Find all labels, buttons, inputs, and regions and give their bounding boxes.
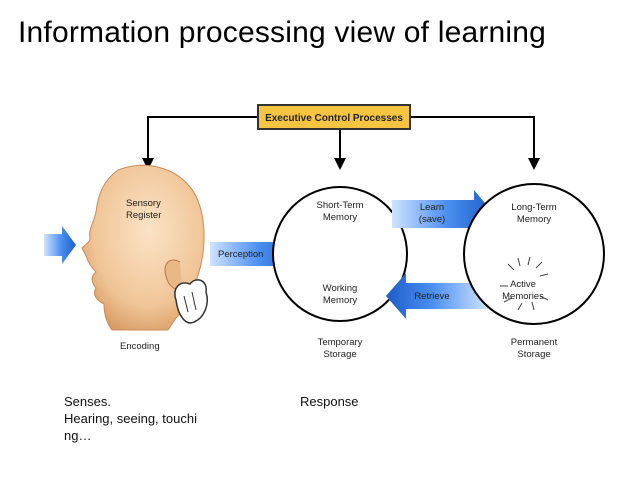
- permanent-storage-label-2: Storage: [517, 349, 550, 360]
- executive-control-box: Executive Control Processes: [257, 104, 411, 130]
- executive-control-label: Executive Control Processes: [265, 113, 403, 124]
- senses-note: Senses. Hearing, seeing, touchi ng…: [64, 393, 224, 444]
- senses-note-line-2: Hearing, seeing, touchi: [64, 411, 197, 426]
- temporary-storage-label-2: Storage: [323, 349, 356, 360]
- active-memories-label-2: Memories: [502, 291, 544, 302]
- long-term-label-1: Long-Term: [511, 202, 556, 213]
- retrieve-label: Retrieve: [414, 291, 449, 302]
- learn-label-1: Learn: [420, 202, 444, 213]
- active-memories-burst-icon: [500, 256, 549, 311]
- active-memories-label-1: Active: [510, 279, 536, 290]
- executive-connectors: [147, 116, 535, 160]
- perception-label: Perception: [218, 249, 263, 260]
- working-memory-label-2: Memory: [323, 295, 358, 306]
- senses-note-line-3: ng…: [64, 428, 92, 443]
- sensory-register-label-2: Register: [126, 210, 161, 221]
- head-illustration: Sensory Register: [81, 164, 208, 331]
- short-term-label-2: Memory: [323, 212, 358, 223]
- hand-outline: [174, 279, 208, 324]
- long-term-label-2: Memory: [517, 214, 552, 225]
- head-shape: [81, 164, 205, 331]
- sensory-register-label-1: Sensory: [126, 198, 161, 209]
- executive-arrowheads: [142, 158, 540, 170]
- slide-title: Information processing view of learning: [18, 16, 547, 49]
- long-term-memory-circle: Long-Term Memory Active Memories: [463, 183, 605, 325]
- retrieve-arrow: Retrieve: [386, 273, 488, 319]
- short-term-label-1: Short-Term: [317, 200, 364, 211]
- response-note: Response: [300, 394, 359, 409]
- temporary-storage-label-1: Temporary: [318, 337, 363, 348]
- working-memory-label-1: Working: [323, 283, 358, 294]
- learn-arrow: Learn (save): [392, 190, 494, 238]
- senses-note-line-1: Senses.: [64, 394, 111, 409]
- short-term-memory-circle: Short-Term Memory Working Memory: [272, 186, 408, 322]
- senses-input-arrow: [44, 226, 76, 264]
- learn-label-2: (save): [419, 214, 445, 225]
- encoding-label: Encoding: [120, 341, 160, 352]
- permanent-storage-label-1: Permanent: [511, 337, 558, 348]
